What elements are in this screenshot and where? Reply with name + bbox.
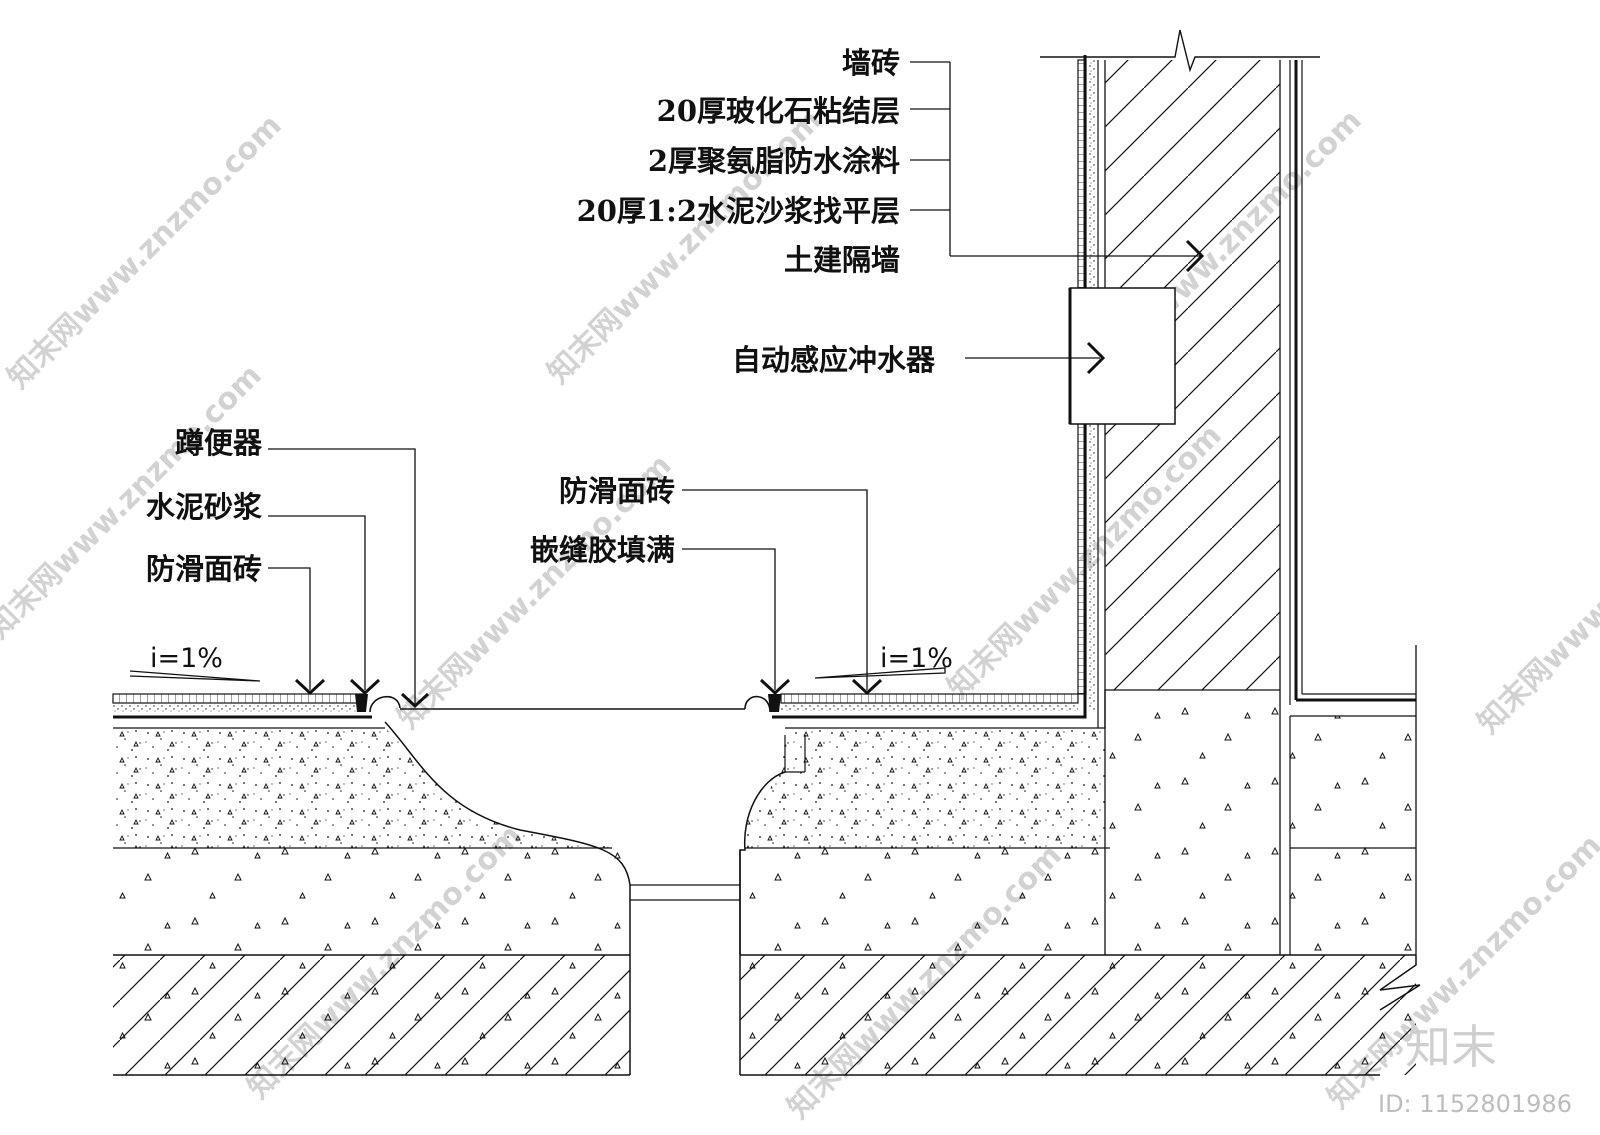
label-wall-tile: 墙砖: [842, 46, 900, 80]
adjacent-fill: [1290, 716, 1416, 955]
label-cement-mortar: 水泥砂浆: [146, 490, 263, 524]
label-leveling-layer: 20厚1:2水泥沙浆找平层: [577, 194, 900, 228]
grout-joint-left: [355, 694, 368, 712]
label-grout-filled: 嵌缝胶填满: [530, 533, 675, 567]
grout-joint-right: [768, 694, 781, 712]
top-break-line: [1040, 29, 1320, 73]
watermark-brand: 知末: [1405, 1020, 1497, 1074]
leader-lines: [129, 61, 1205, 709]
mortar-bed-left: [113, 728, 612, 848]
label-partition-wall: 土建隔墙: [784, 243, 900, 277]
floor-tile-left: [112, 693, 364, 704]
slab-aggregate-left: [113, 955, 630, 1075]
toilet-rim-left: [369, 696, 401, 713]
toilet-bowl-right-curve: [739, 771, 786, 955]
floor-tile-right: [780, 693, 1079, 704]
mortar-bed-right: [744, 728, 1105, 848]
adhesive-right: [781, 703, 1078, 711]
slab-aggregate-right: [740, 955, 1416, 1075]
watermark-text: 知末网www.znzmo.com: [1471, 453, 1600, 741]
label-antislip-tile-left: 防滑面砖: [146, 552, 262, 586]
fill-layer-right: [740, 848, 1110, 955]
wall-footing: [1105, 690, 1280, 955]
toilet-bowl-left-curve: [384, 721, 631, 886]
toilet-rim-right: [744, 695, 771, 713]
fill-layer-left: [113, 848, 630, 955]
label-squat-toilet: 蹲便器: [175, 426, 263, 460]
label-waterproof-coating: 2厚聚氨脂防水涂料: [648, 144, 900, 178]
label-adhesive-layer: 20厚玻化石粘结层: [657, 94, 900, 128]
slope-label-right: i=1%: [880, 643, 953, 674]
watermark-id: ID: 1152801986: [1378, 1090, 1572, 1118]
slope-label-left: i=1%: [150, 643, 223, 674]
auto-flush-sensor: [1069, 287, 1176, 425]
adhesive-left: [113, 703, 363, 713]
watermark-text: 知末网www.znzmo.com: [1, 108, 289, 396]
label-antislip-tile-right: 防滑面砖: [559, 474, 675, 508]
break-symbol: [1379, 955, 1421, 1011]
label-auto-flusher: 自动感应冲水器: [732, 343, 936, 377]
